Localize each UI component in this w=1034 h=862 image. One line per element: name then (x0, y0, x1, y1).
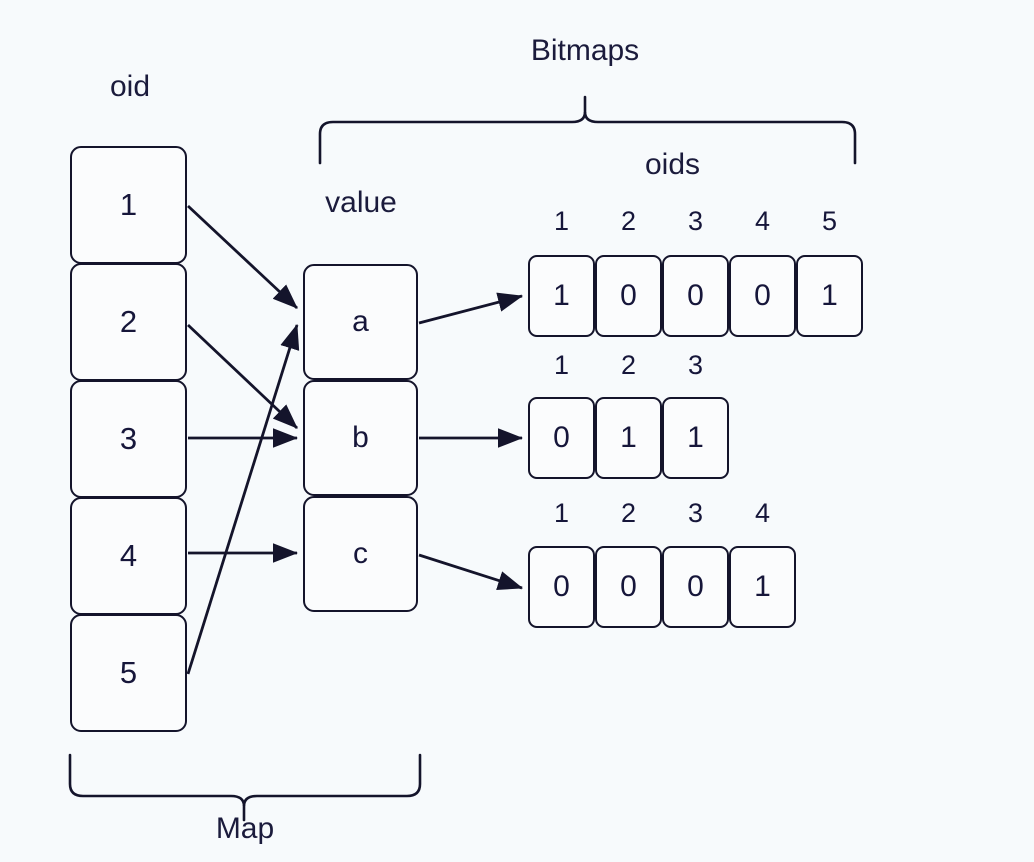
value-cell[interactable]: a (303, 264, 418, 380)
bitmap-bit-cell[interactable]: 1 (528, 255, 595, 337)
bitmap-bit-cell[interactable]: 1 (595, 397, 662, 479)
bitmap-bit-cell[interactable]: 0 (528, 546, 595, 628)
oid-cell[interactable]: 1 (70, 146, 187, 264)
map-group-label: Map (215, 812, 275, 845)
bitmap-bit-cell[interactable]: 1 (662, 397, 729, 479)
value-cell[interactable]: c (303, 496, 418, 612)
bitmap-index-header: 4 (754, 498, 771, 528)
value-cell[interactable]: b (303, 380, 418, 496)
bitmap-bit-cell[interactable]: 0 (528, 397, 595, 479)
bitmap-bit-cell[interactable]: 0 (595, 255, 662, 337)
bitmaps-group-label: Bitmaps (530, 34, 640, 67)
value-column-label: value (325, 186, 397, 219)
arrow-oid1-to-a (187, 204, 298, 310)
bitmap-index-header: 4 (754, 206, 771, 236)
oid-cell[interactable]: 5 (70, 614, 187, 732)
bitmap-index-header: 2 (620, 498, 637, 528)
arrow-oid5-to-a (186, 323, 300, 675)
bitmap-index-header: 3 (687, 498, 704, 528)
oid-cell[interactable]: 3 (70, 380, 187, 498)
bitmap-bit-cell[interactable]: 0 (729, 255, 796, 337)
oids-index-label: oids (644, 148, 701, 181)
bitmap-index-header: 1 (553, 498, 570, 528)
bitmap-index-header: 2 (620, 350, 637, 380)
oid-column-label: oid (109, 70, 151, 103)
bitmap-index-header: 3 (687, 350, 704, 380)
arrow-a-to-bitmap (418, 292, 524, 325)
bitmap-bit-cell[interactable]: 0 (662, 546, 729, 628)
bitmap-index-header: 5 (821, 206, 838, 236)
oid-cell[interactable]: 2 (70, 263, 187, 381)
bitmap-index-header: 1 (553, 350, 570, 380)
arrow-oid2-to-b (187, 323, 298, 430)
bitmap-index-header: 1 (553, 206, 570, 236)
bitmap-index-header: 3 (687, 206, 704, 236)
bitmap-bit-cell[interactable]: 1 (729, 546, 796, 628)
oid-cell[interactable]: 4 (70, 497, 187, 615)
arrow-c-to-bitmap (418, 553, 524, 590)
bitmap-bit-cell[interactable]: 0 (595, 546, 662, 628)
bitmap-index-header: 2 (620, 206, 637, 236)
bitmap-bit-cell[interactable]: 1 (796, 255, 863, 337)
bitmap-bit-cell[interactable]: 0 (662, 255, 729, 337)
map-brace (68, 753, 422, 822)
